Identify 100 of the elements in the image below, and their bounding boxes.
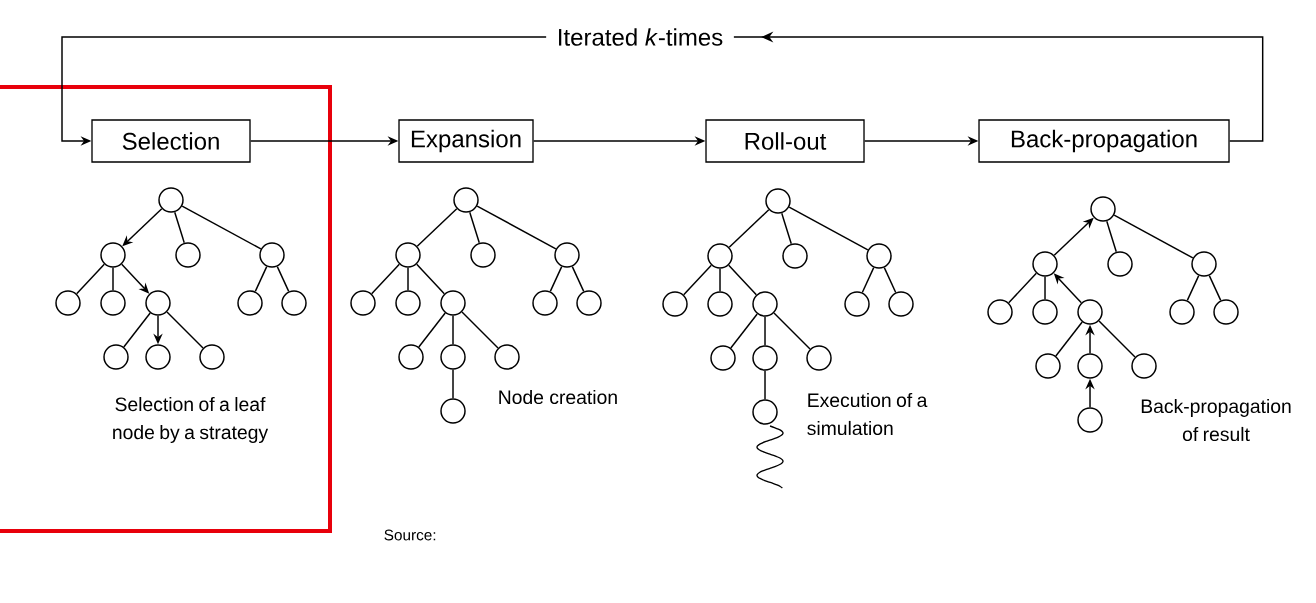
highlight-frame: [0, 85, 332, 533]
tree-node: [494, 344, 520, 370]
tree-node: [662, 291, 688, 317]
tree-edge: [728, 209, 770, 248]
tree-edge: [276, 265, 290, 293]
tree-edge: [370, 263, 401, 295]
tree-edge: [719, 268, 721, 292]
tree-edge: [683, 264, 713, 296]
tree-edge: [730, 313, 758, 349]
tree-node: [199, 344, 225, 370]
tree-node: [844, 291, 870, 317]
tree-node: [259, 242, 285, 268]
tree-node: [707, 291, 733, 317]
tree-edge: [75, 263, 106, 295]
tree-edge: [861, 266, 875, 294]
tree-node: [1032, 251, 1058, 277]
tree-node: [237, 290, 263, 316]
tree-node: [765, 188, 791, 214]
tree-node: [782, 243, 808, 269]
tree-edge: [476, 205, 557, 250]
tree-node: [350, 290, 376, 316]
tree-node: [532, 290, 558, 316]
tree-node: [1131, 353, 1157, 379]
tree-edge: [452, 369, 454, 399]
tree-node: [752, 291, 778, 317]
tree-node: [1213, 299, 1239, 325]
tree-node: [1077, 407, 1103, 433]
tree-edge: [883, 266, 897, 294]
tree-node: [1032, 299, 1058, 325]
tree-node: [1169, 299, 1195, 325]
tree-edge: [254, 265, 268, 293]
tree-node: [576, 290, 602, 316]
tree-edge: [1044, 276, 1046, 300]
caption: Node creation: [499, 389, 617, 405]
tree-node: [707, 243, 733, 269]
tree-edge: [112, 267, 114, 291]
tree-edge: [123, 312, 151, 348]
tree-edge: [1098, 320, 1136, 358]
tree-node: [158, 187, 184, 213]
tree-edge: [181, 205, 262, 250]
caption: Back-propagation of result: [1141, 398, 1291, 442]
process-box: Expansion: [398, 119, 534, 163]
tree-edge: [773, 312, 811, 350]
tree-node: [866, 243, 892, 269]
tree-node: [1077, 353, 1103, 379]
tree-node: [470, 242, 496, 268]
tree-edge: [788, 206, 869, 251]
tree-node: [440, 290, 466, 316]
tree-node: [888, 291, 914, 317]
tree-node: [1090, 196, 1116, 222]
tree-node: [554, 242, 580, 268]
tree-edge: [781, 212, 792, 245]
tree-node: [710, 345, 736, 371]
tree-edge: [728, 264, 758, 296]
tree-node: [100, 290, 126, 316]
tree-edge: [549, 265, 563, 293]
tree-edge: [416, 208, 458, 247]
caption: Execution of a simulation: [807, 392, 928, 436]
tree-edge: [1113, 214, 1194, 259]
tree-node: [175, 242, 201, 268]
tree-node: [987, 299, 1013, 325]
tree-edge: [174, 211, 185, 244]
tree-edge: [418, 312, 446, 348]
tree-node: [398, 344, 424, 370]
tree-edge: [166, 311, 204, 349]
tree-edge: [1106, 220, 1117, 253]
tree-node: [1107, 251, 1133, 277]
tree-node: [395, 242, 421, 268]
tree-node: [806, 345, 832, 371]
source-note: Source:: [384, 529, 436, 541]
tree-edge: [461, 311, 499, 349]
tree-node: [440, 398, 466, 424]
process-box: Back-propagation: [978, 119, 1230, 163]
tree-edge: [571, 265, 585, 293]
tree-edge: [407, 267, 409, 291]
tree-node: [1191, 251, 1217, 277]
edge-label: Iterated k-times: [546, 24, 734, 50]
process-box: Selection: [91, 119, 251, 163]
tree-edge: [1055, 321, 1083, 357]
tree-edge: [764, 316, 766, 346]
tree-node: [453, 187, 479, 213]
tree-node: [440, 344, 466, 370]
tree-node: [752, 345, 778, 371]
tree-edge: [1186, 274, 1200, 302]
tree-node: [395, 290, 421, 316]
tree-node: [145, 344, 171, 370]
caption: Selection of a leaf node by a strategy: [113, 397, 269, 443]
tree-edge: [452, 315, 454, 345]
tree-node: [1035, 353, 1061, 379]
tree-node: [100, 242, 126, 268]
tree-node: [281, 290, 307, 316]
tree-node: [1077, 299, 1103, 325]
tree-edge: [1208, 274, 1222, 302]
tree-edge: [1008, 272, 1038, 304]
tree-edge: [764, 370, 766, 400]
tree-node: [103, 344, 129, 370]
tree-edge: [415, 263, 446, 295]
tree-node: [145, 290, 171, 316]
tree-node: [752, 399, 778, 425]
tree-edge: [469, 211, 480, 244]
